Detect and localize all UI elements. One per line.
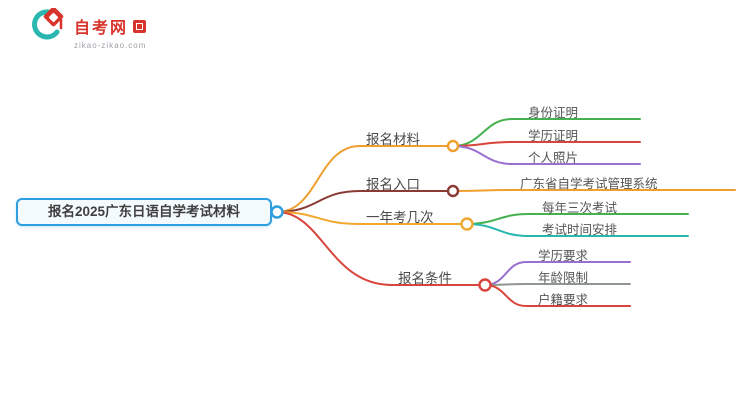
root-node[interactable]: 报名2025广东日语自学考试材料 <box>16 198 272 226</box>
leaf-node-gd-selfstudy-system[interactable]: 广东省自学考试管理系统 <box>520 177 658 191</box>
graduation-cap-icon <box>32 8 64 40</box>
logo-title: 自考网 <box>74 20 129 37</box>
leaf-node-education-proof[interactable]: 学历证明 <box>528 129 579 143</box>
leaf-node-three-exams-per-year[interactable]: 每年三次考试 <box>542 201 618 215</box>
leaf-node-id-proof[interactable]: 身份证明 <box>528 106 579 120</box>
branch-connectors <box>276 118 736 307</box>
leaf-node-personal-photo[interactable]: 个人照片 <box>528 151 579 165</box>
leaf-node-education-requirement[interactable]: 学历要求 <box>538 249 589 263</box>
logo-badge-icon <box>133 19 147 33</box>
site-logo[interactable]: 自考网 zikao-zikao.com <box>28 8 147 50</box>
logo-subtitle: zikao-zikao.com <box>74 41 147 50</box>
branch-node-entry[interactable]: 报名入口 <box>366 177 420 192</box>
leaf-node-exam-schedule[interactable]: 考试时间安排 <box>542 223 618 237</box>
junction-dots <box>270 139 492 292</box>
leaf-node-residency-requirement[interactable]: 户籍要求 <box>538 293 589 307</box>
branch-node-materials[interactable]: 报名材料 <box>366 132 420 147</box>
branch-node-requirements[interactable]: 报名条件 <box>398 271 452 286</box>
leaf-node-age-limit[interactable]: 年龄限制 <box>538 271 589 285</box>
branch-node-times-per-year[interactable]: 一年考几次 <box>366 210 434 225</box>
